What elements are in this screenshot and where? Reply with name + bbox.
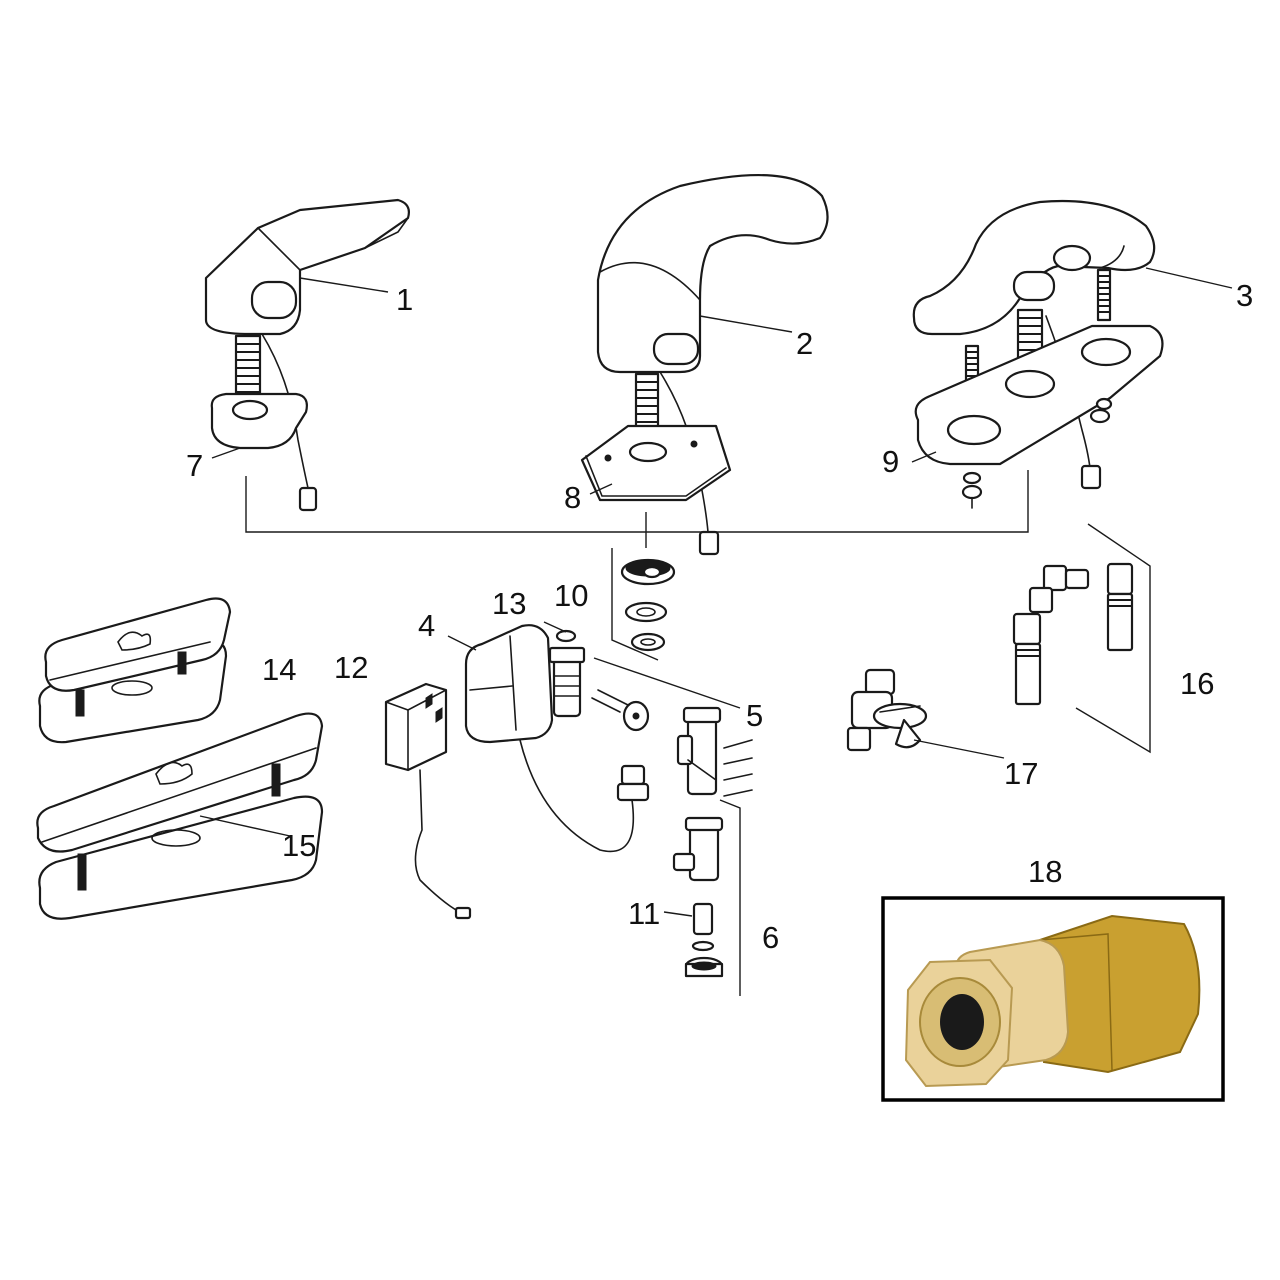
faucet-spout-low [912, 199, 1156, 336]
bracket-10 [611, 548, 659, 661]
brass-hex-nut [1038, 914, 1201, 1074]
callout-3: 3 [1236, 278, 1253, 313]
callout-8: 8 [564, 480, 581, 515]
base-plate-3-hole [914, 324, 1164, 466]
callout-1: 1 [396, 282, 413, 317]
callout-12: 12 [334, 650, 368, 685]
callout-14: 14 [262, 652, 296, 687]
callout-4: 4 [418, 608, 435, 643]
lock-nut-washer-stack [620, 558, 676, 652]
callout-17: 17 [1004, 756, 1038, 791]
cable-connector-3 [1080, 464, 1102, 490]
base-plate-square [580, 424, 732, 502]
solenoid-cable [519, 739, 635, 853]
callout-10: 10 [554, 578, 588, 613]
bracket-16 [1075, 523, 1151, 754]
cable-plug-solenoid [616, 764, 650, 802]
adapter-cord [414, 769, 463, 915]
connection-bracket [245, 470, 1029, 533]
mixing-valve [846, 668, 928, 752]
screws-set [723, 739, 753, 797]
cable-connector-1 [298, 486, 318, 512]
callout-13: 13 [492, 586, 526, 621]
valve-fitting-center [548, 646, 586, 718]
callout-2: 2 [796, 326, 813, 361]
nut-washers-small [961, 397, 1113, 509]
sensor-cable-1 [261, 333, 309, 489]
callout-11: 11 [628, 896, 660, 931]
power-adapter [384, 682, 448, 772]
adapter-photo-box [881, 896, 1225, 1102]
filter-cartridge [691, 902, 715, 952]
cover-plate-large [36, 712, 324, 920]
callout-7: 7 [186, 448, 203, 483]
callout-15: 15 [282, 828, 316, 863]
adapter-plug [454, 906, 472, 920]
base-plate-small [210, 392, 308, 450]
faucet-spout-angular [204, 198, 410, 336]
strainer-body-upper [676, 706, 722, 796]
callout-16: 16 [1180, 666, 1214, 701]
cap-nut [684, 956, 724, 978]
coupling-bore [940, 994, 984, 1050]
bracket-6 [719, 799, 741, 996]
strainer-body-lower [672, 816, 724, 882]
cable-connector-2 [698, 530, 720, 556]
o-ring [555, 629, 577, 643]
solenoid-valve [464, 624, 554, 744]
callout-18: 18 [1028, 854, 1062, 889]
cover-plate-small [38, 597, 232, 744]
leader-17 [913, 739, 1005, 759]
faucet-spout-arc [596, 174, 829, 374]
callout-6: 6 [762, 920, 779, 955]
supply-fittings [1012, 562, 1134, 706]
filter-screen-assembly [591, 689, 650, 732]
callout-5: 5 [746, 698, 763, 733]
bracket-5 [593, 657, 741, 709]
callout-9: 9 [882, 444, 899, 479]
